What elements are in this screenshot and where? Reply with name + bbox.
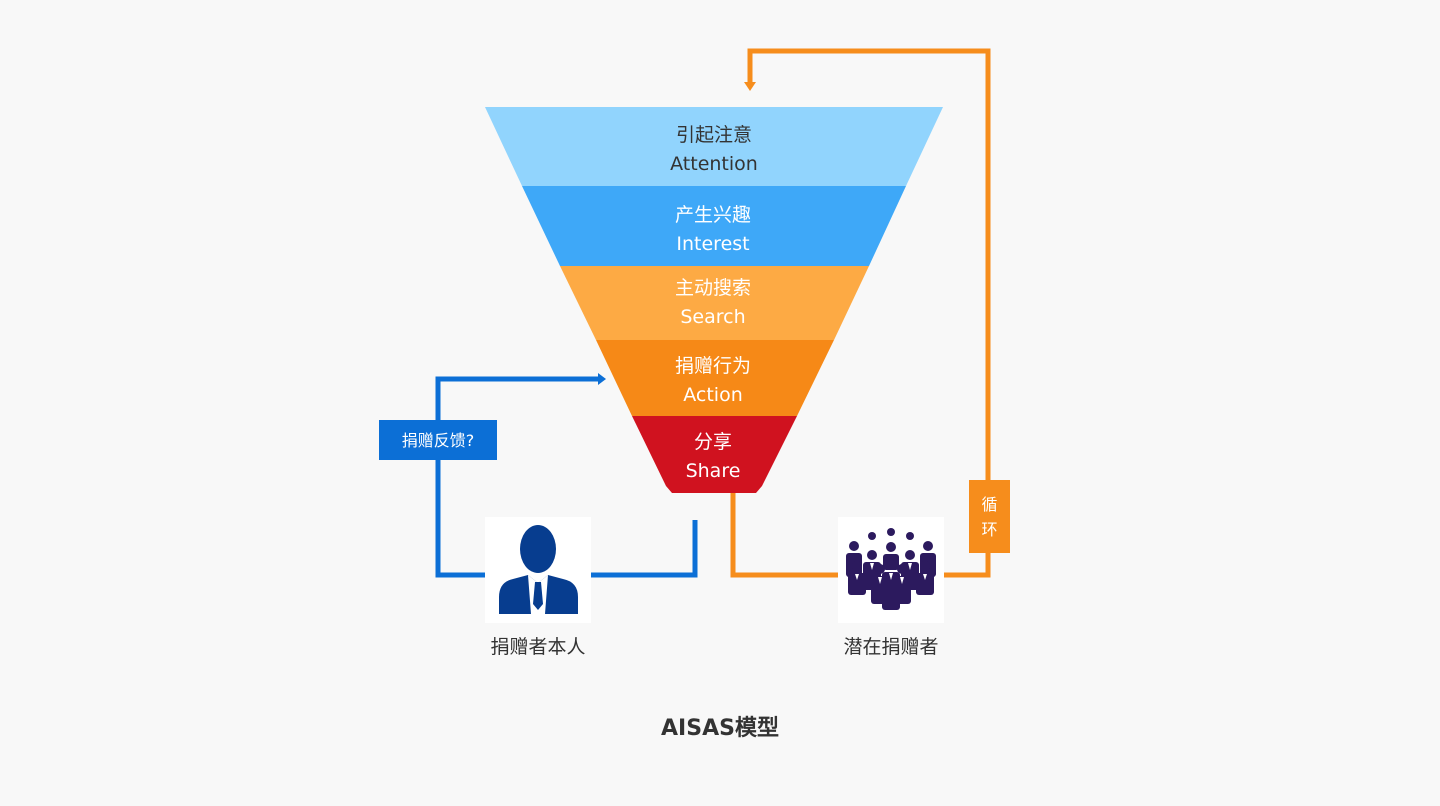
action-en-label: Action (683, 384, 743, 406)
donor-label: 捐赠者本人 (490, 636, 585, 658)
share-zh-label: 分享 (694, 431, 732, 453)
cycle-arrow-line (730, 493, 838, 578)
funnel-layer-share (632, 416, 797, 493)
funnel-layer-interest (522, 186, 906, 266)
cycle-loop: 循 环 (730, 48, 1010, 578)
share-en-label: Share (686, 460, 741, 482)
interest-zh-label: 产生兴趣 (675, 204, 751, 226)
funnel-layer-search (560, 266, 869, 340)
potential-donors: 潜在捐赠者 (838, 517, 944, 658)
attention-zh-label: 引起注意 (676, 124, 752, 146)
interest-en-label: Interest (676, 233, 749, 255)
cycle-box (969, 480, 1010, 553)
diagram-caption: AISAS模型 (661, 716, 779, 741)
potential-label: 潜在捐赠者 (843, 636, 938, 658)
funnel-layer-attention (485, 107, 943, 186)
businessman-icon (499, 525, 578, 614)
cycle-arrow-line-right (747, 48, 991, 578)
feedback-arrow-line (591, 520, 698, 578)
search-en-label: Search (680, 306, 745, 328)
cycle-box-char1: 循 (981, 495, 997, 514)
action-zh-label: 捐赠行为 (675, 355, 751, 377)
funnel-layer-action (596, 340, 834, 416)
feedback-box (379, 420, 497, 460)
feedback-arrow-line-left (435, 376, 598, 578)
feedback-loop: 捐赠反馈? (379, 373, 698, 578)
crowd-icon (846, 528, 936, 610)
attention-en-label: Attention (670, 153, 758, 175)
feedback-box-label: 捐赠反馈? (402, 431, 475, 450)
feedback-arrowhead-icon (598, 373, 606, 385)
search-zh-label: 主动搜索 (675, 277, 751, 299)
crowd-icon-shirts (855, 563, 927, 584)
cycle-arrowhead-icon (744, 82, 756, 91)
donor: 捐赠者本人 (485, 517, 591, 658)
funnel: 引起注意 Attention 产生兴趣 Interest 主动搜索 Search… (485, 107, 943, 493)
cycle-box-char2: 环 (981, 520, 997, 539)
